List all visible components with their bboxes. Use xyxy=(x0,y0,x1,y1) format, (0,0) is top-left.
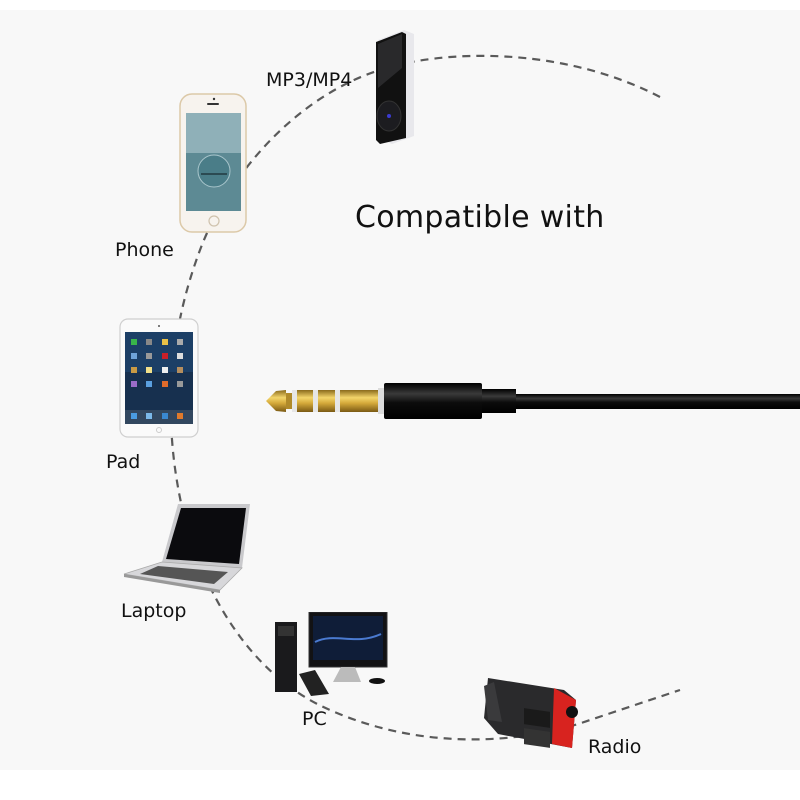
compatible-title: Compatible with xyxy=(355,200,605,235)
mp3-player-image xyxy=(372,28,417,150)
radio-label: Radio xyxy=(588,736,642,758)
radio-image xyxy=(480,672,580,756)
laptop-label: Laptop xyxy=(121,600,187,622)
pc-label: PC xyxy=(302,708,327,730)
pad-image xyxy=(119,318,199,442)
pc-image xyxy=(275,611,390,701)
audio-jack-cable xyxy=(262,370,800,438)
pad-label: Pad xyxy=(106,451,141,473)
laptop-image xyxy=(120,502,255,598)
mp3-label: MP3/MP4 xyxy=(266,69,353,91)
phone-image xyxy=(179,93,247,237)
phone-label: Phone xyxy=(115,239,174,261)
